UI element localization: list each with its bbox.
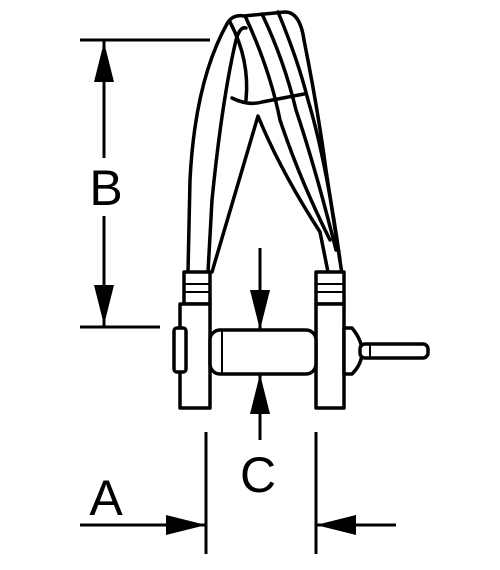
dimension-b-arrow-bottom	[94, 285, 114, 325]
dimension-c-arrow-bottom	[250, 374, 270, 414]
dimension-c-label: C	[240, 447, 276, 503]
strand-2	[244, 16, 332, 242]
dimension-a: A	[80, 432, 396, 554]
dimension-a-label: A	[89, 470, 123, 526]
dimension-b-arrow-top	[94, 42, 114, 82]
dimension-a-arrow-left	[166, 515, 206, 535]
left-pin-head	[172, 326, 188, 374]
pin-thread-end	[358, 342, 430, 360]
strand-1	[228, 20, 249, 102]
shackle-body	[172, 10, 430, 410]
dimension-b-label: B	[89, 160, 122, 216]
pin-body	[208, 328, 318, 376]
dimension-a-arrow-right	[316, 515, 356, 535]
strand-4	[276, 10, 342, 262]
left-collar	[182, 270, 212, 306]
left-strap-inner	[206, 26, 248, 274]
right-lug	[314, 302, 346, 410]
dimension-b: B	[80, 38, 210, 329]
upper-band	[230, 92, 306, 106]
dimension-c: C	[240, 248, 276, 503]
dimension-c-arrow-top	[250, 290, 270, 330]
inner-v-strap	[210, 114, 330, 274]
strand-3	[260, 12, 338, 252]
right-collar	[314, 270, 346, 306]
